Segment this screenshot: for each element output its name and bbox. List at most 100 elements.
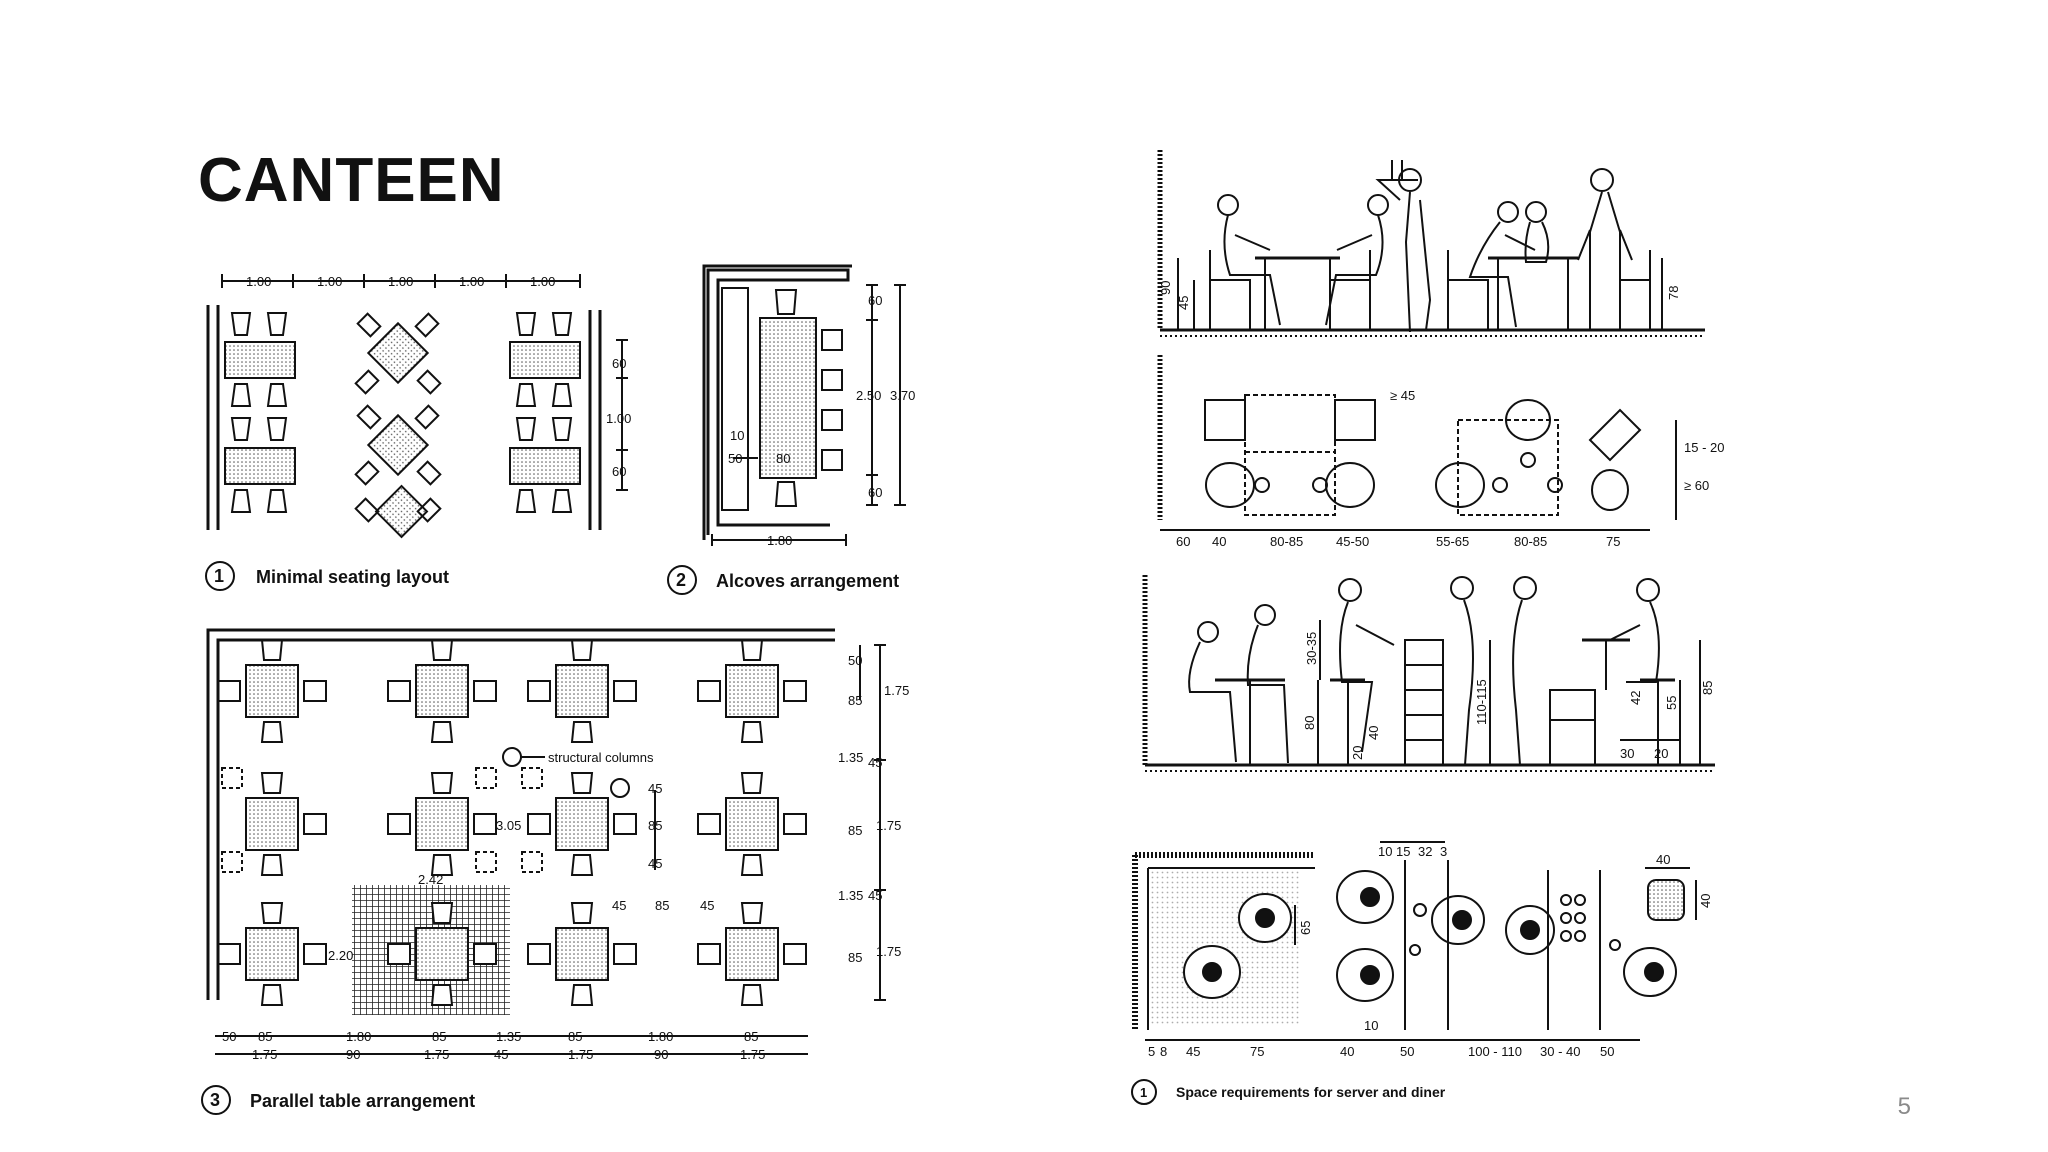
svg-text:3: 3 bbox=[210, 1090, 220, 1110]
svg-text:1.75: 1.75 bbox=[568, 1047, 593, 1062]
svg-text:80-85: 80-85 bbox=[1270, 534, 1303, 549]
svg-text:90: 90 bbox=[1158, 281, 1173, 295]
svg-text:20: 20 bbox=[1654, 746, 1668, 761]
svg-text:5: 5 bbox=[1148, 1044, 1155, 1059]
svg-text:1.00: 1.00 bbox=[388, 274, 413, 289]
svg-text:3: 3 bbox=[1440, 844, 1447, 859]
svg-text:75: 75 bbox=[1250, 1044, 1264, 1059]
fig1-caption: 1 Minimal seating layout bbox=[205, 561, 449, 591]
svg-text:1.00: 1.00 bbox=[530, 274, 555, 289]
svg-text:65: 65 bbox=[1298, 921, 1313, 935]
svg-text:≥ 60: ≥ 60 bbox=[1684, 478, 1709, 493]
svg-text:1.00: 1.00 bbox=[246, 274, 271, 289]
svg-text:1.75: 1.75 bbox=[884, 683, 909, 698]
svg-text:1.80: 1.80 bbox=[648, 1029, 673, 1044]
svg-text:2: 2 bbox=[676, 570, 686, 590]
svg-text:85: 85 bbox=[432, 1029, 446, 1044]
svg-text:85: 85 bbox=[848, 823, 862, 838]
svg-text:45-50: 45-50 bbox=[1336, 534, 1369, 549]
svg-text:75: 75 bbox=[1606, 534, 1620, 549]
svg-text:50: 50 bbox=[728, 451, 742, 466]
svg-text:1.75: 1.75 bbox=[876, 944, 901, 959]
svg-text:15: 15 bbox=[1396, 844, 1410, 859]
svg-text:30 - 40: 30 - 40 bbox=[1540, 1044, 1580, 1059]
svg-text:15 - 20: 15 - 20 bbox=[1684, 440, 1724, 455]
svg-text:85: 85 bbox=[848, 693, 862, 708]
svg-text:1: 1 bbox=[1140, 1085, 1147, 1100]
svg-text:≥ 45: ≥ 45 bbox=[1390, 388, 1415, 403]
fig2-alcoves bbox=[702, 264, 906, 546]
svg-text:80: 80 bbox=[1302, 716, 1317, 730]
svg-text:1.35: 1.35 bbox=[838, 888, 863, 903]
svg-text:Space requirements for server: Space requirements for server and diner bbox=[1176, 1084, 1446, 1100]
fig4-elevation-bar bbox=[1142, 575, 1715, 772]
svg-text:2.42: 2.42 bbox=[418, 872, 443, 887]
svg-text:85: 85 bbox=[568, 1029, 582, 1044]
svg-text:50: 50 bbox=[1600, 1044, 1614, 1059]
svg-text:40: 40 bbox=[1656, 852, 1670, 867]
fig4-caption: 1 Space requirements for server and dine… bbox=[1131, 1079, 1446, 1105]
svg-text:1: 1 bbox=[214, 566, 224, 586]
fig4-elevation-dims: 90 45 78 bbox=[1158, 281, 1681, 310]
svg-text:40: 40 bbox=[1212, 534, 1226, 549]
svg-text:40: 40 bbox=[1698, 894, 1713, 908]
svg-text:42: 42 bbox=[1628, 691, 1643, 705]
svg-text:45: 45 bbox=[612, 898, 626, 913]
svg-text:60: 60 bbox=[868, 293, 882, 308]
svg-text:85: 85 bbox=[848, 950, 862, 965]
svg-text:50: 50 bbox=[1400, 1044, 1414, 1059]
svg-text:60: 60 bbox=[612, 356, 626, 371]
fig3-caption: 3 Parallel table arrangement bbox=[201, 1085, 475, 1115]
svg-text:50: 50 bbox=[848, 653, 862, 668]
svg-text:80-85: 80-85 bbox=[1514, 534, 1547, 549]
svg-text:60: 60 bbox=[1176, 534, 1190, 549]
svg-text:1.35: 1.35 bbox=[838, 750, 863, 765]
svg-text:80: 80 bbox=[776, 451, 790, 466]
svg-text:structural columns: structural columns bbox=[548, 750, 654, 765]
svg-text:78: 78 bbox=[1666, 286, 1681, 300]
svg-text:Minimal seating layout: Minimal seating layout bbox=[256, 567, 449, 587]
svg-text:40: 40 bbox=[1340, 1044, 1354, 1059]
svg-text:45: 45 bbox=[648, 856, 662, 871]
fig2-caption: 2 Alcoves arrangement bbox=[667, 565, 899, 595]
svg-text:45: 45 bbox=[1176, 296, 1191, 310]
fig4-plan-server bbox=[1132, 841, 1697, 1041]
svg-text:1.80: 1.80 bbox=[767, 533, 792, 548]
fig3-parallel-tables bbox=[206, 628, 886, 1055]
fig4-bar-dims: 80 30-35 20 40 110-115 42 55 85 30 20 bbox=[1302, 632, 1715, 761]
svg-text:85: 85 bbox=[648, 818, 662, 833]
svg-text:45: 45 bbox=[1186, 1044, 1200, 1059]
svg-text:100 - 110: 100 - 110 bbox=[1468, 1044, 1522, 1059]
svg-text:60: 60 bbox=[868, 485, 882, 500]
svg-text:2.50: 2.50 bbox=[856, 388, 881, 403]
svg-text:90: 90 bbox=[654, 1047, 668, 1062]
svg-text:Parallel table arrangement: Parallel table arrangement bbox=[250, 1091, 475, 1111]
svg-text:45: 45 bbox=[494, 1047, 508, 1062]
svg-text:1.00: 1.00 bbox=[606, 411, 631, 426]
svg-text:60: 60 bbox=[612, 464, 626, 479]
page-title: CANTEEN bbox=[198, 146, 505, 215]
svg-text:32: 32 bbox=[1418, 844, 1432, 859]
fig3-dimensions: structural columns 50 85 1.75 1.35 45 85… bbox=[222, 653, 909, 1062]
fig4-server-dims: 10 15 32 3 5 8 45 75 40 50 100 - 110 30 … bbox=[1148, 844, 1713, 1059]
fig1-minimal-seating bbox=[206, 274, 628, 539]
svg-text:10: 10 bbox=[1378, 844, 1392, 859]
fig4-elevation-dining bbox=[1157, 150, 1705, 337]
svg-text:1.75: 1.75 bbox=[252, 1047, 277, 1062]
svg-text:55: 55 bbox=[1664, 696, 1679, 710]
svg-text:85: 85 bbox=[258, 1029, 272, 1044]
svg-text:2.20: 2.20 bbox=[328, 948, 353, 963]
fig1-dimensions: 1.00 1.00 1.00 1.00 1.00 60 1.00 60 bbox=[246, 274, 631, 479]
svg-text:8: 8 bbox=[1160, 1044, 1167, 1059]
svg-text:85: 85 bbox=[744, 1029, 758, 1044]
svg-text:20: 20 bbox=[1350, 746, 1365, 760]
svg-text:30: 30 bbox=[1620, 746, 1634, 761]
svg-text:40: 40 bbox=[1366, 726, 1381, 740]
svg-text:10: 10 bbox=[730, 428, 744, 443]
svg-text:85: 85 bbox=[655, 898, 669, 913]
svg-text:45: 45 bbox=[700, 898, 714, 913]
fig2-dimensions: 60 2.50 3.70 60 10 50 80 1.80 bbox=[728, 293, 915, 548]
svg-text:10: 10 bbox=[1364, 1018, 1378, 1033]
svg-text:45: 45 bbox=[868, 755, 882, 770]
